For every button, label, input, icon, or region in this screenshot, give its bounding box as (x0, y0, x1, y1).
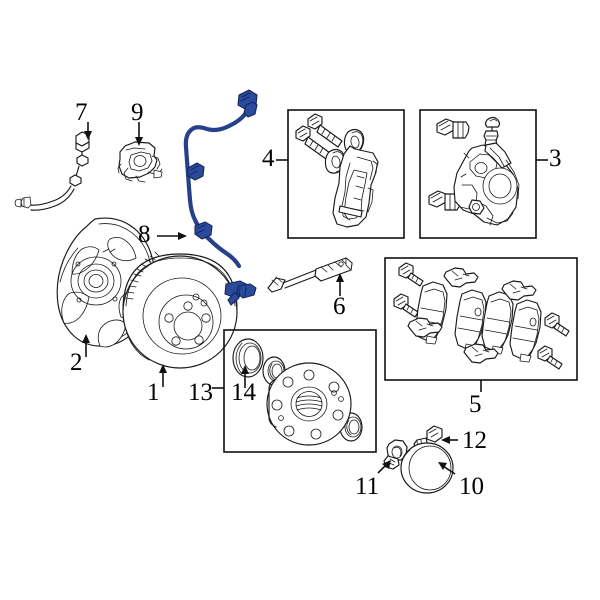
pad-bolt-2 (393, 293, 419, 318)
pad-clip-3 (407, 317, 443, 338)
wheel-hub-flange (266, 362, 352, 446)
partbox-caliper (419, 109, 537, 239)
guide-pin-bolt-b (295, 125, 331, 160)
brake-pad-3 (481, 291, 514, 355)
partbox-caliper-bracket (287, 109, 405, 239)
callout-label-8: 8 (138, 221, 151, 248)
part-hose-bracket-bolt (267, 257, 353, 293)
callout-leaders (82, 122, 548, 475)
pad-bolt-4 (537, 345, 563, 370)
brake-pad-4 (509, 299, 542, 363)
part-abs-retainer-clip (383, 439, 408, 470)
pad-bolt-3 (544, 312, 570, 337)
pad-clip-2 (501, 280, 537, 301)
caliper-mounting-bracket (332, 145, 379, 228)
callout-label-9: 9 (131, 99, 144, 126)
pad-clip-1 (443, 267, 479, 288)
callout-label-11: 11 (355, 473, 380, 500)
wheel-bearing-seal (232, 338, 264, 378)
callout-label-2: 2 (70, 349, 83, 376)
callout-label-10: 10 (459, 473, 484, 500)
callout-label-6: 6 (333, 293, 346, 320)
guide-pin-bolt-a (307, 113, 343, 148)
callout-label-13: 13 (188, 379, 213, 406)
part-brake-rotor (122, 251, 238, 369)
guide-pin-boot-a (436, 118, 470, 139)
callout-label-5: 5 (469, 391, 482, 418)
callout-label-7: 7 (75, 99, 88, 126)
callout-label-3: 3 (549, 145, 562, 172)
brake-caliper-body (453, 142, 520, 226)
part-abs-sensor-bracket (117, 141, 163, 183)
brake-pad-2 (454, 289, 487, 353)
pad-bolt-1 (398, 262, 424, 287)
partbox-brake-pads (384, 257, 578, 381)
partbox-hub-bearing (223, 329, 377, 453)
part-abs-speed-sensor (183, 89, 258, 306)
callout-label-14: 14 (231, 379, 256, 406)
callout-label-12: 12 (462, 427, 487, 454)
part-brake-hose (14, 131, 90, 211)
callout-label-4: 4 (262, 145, 275, 172)
callout-label-1: 1 (147, 379, 160, 406)
pad-clip-4 (463, 343, 499, 364)
bleeder-screw-cap (484, 116, 501, 132)
part-hub-dust-cap (400, 442, 454, 494)
part-splash-shield (56, 217, 156, 348)
